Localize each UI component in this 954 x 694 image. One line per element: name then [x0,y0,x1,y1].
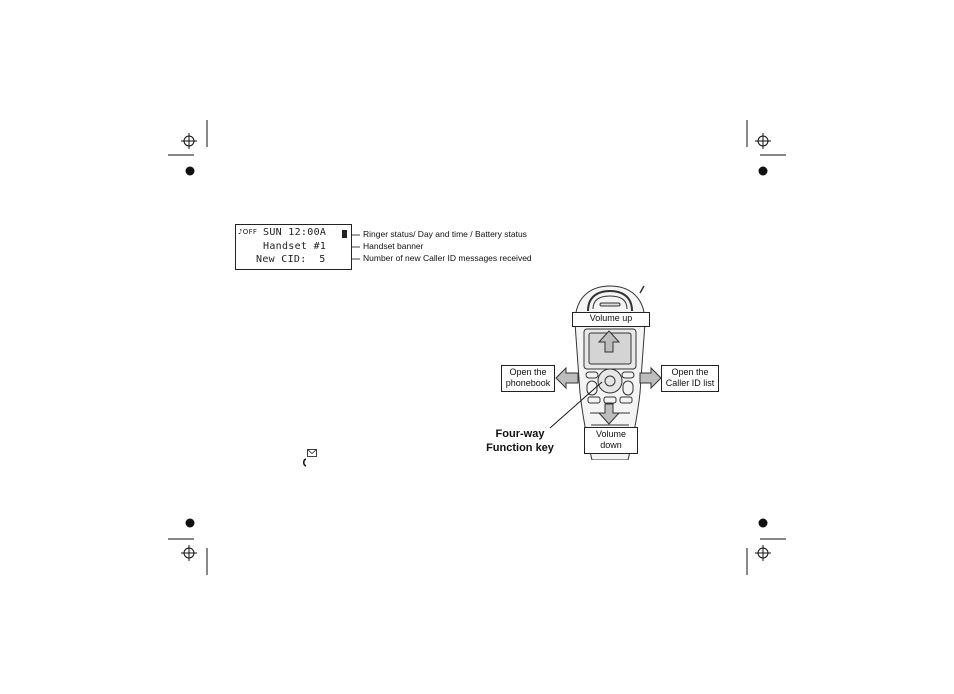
open-callerid-line1: Open the [662,367,718,378]
arrow-left-icon [556,368,578,388]
four-way-line1: Four-way [478,427,562,441]
four-way-line2: Function key [478,441,562,455]
open-callerid-label: Open the Caller ID list [661,365,719,392]
arrow-down-icon [599,404,619,424]
open-phonebook-label: Open the phonebook [501,365,555,392]
volume-down-line1: Volume [585,429,637,440]
four-way-function-key-label: Four-way Function key [478,427,562,455]
four-way-pointer-line [550,382,602,428]
volume-down-line2: down [585,440,637,451]
volume-down-label: Volume down [584,427,638,454]
arrow-up-icon [599,331,619,352]
open-phonebook-line2: phonebook [502,378,554,389]
open-phonebook-line1: Open the [502,367,554,378]
open-callerid-line2: Caller ID list [662,378,718,389]
arrow-right-icon [640,368,661,388]
